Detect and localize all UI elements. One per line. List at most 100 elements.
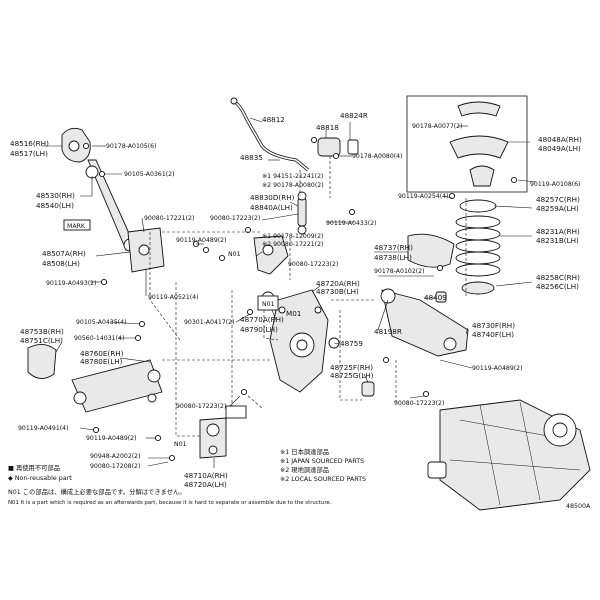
lower-arm-48730 [380,288,469,357]
label-n01c: N01 [174,441,187,448]
label-48812: 48812 [262,115,285,124]
label-90948: 90948-A2002(2) [90,453,141,460]
label-48725: 48725F(RH) [330,363,373,372]
upper-arm-48516 [61,127,91,163]
label-90080a: 90080-17221(2) [144,215,194,222]
label-90119a: 90119-A0493(2) [46,280,97,287]
note-1: ※1 日本調達部品 [280,447,329,456]
label-90119g: 90119-A0108(6) [530,181,581,188]
dashed-lines [149,156,467,437]
label-48730d: 48730F(RH) [472,321,515,330]
cover-48753 [27,344,57,379]
label-90119c: 90119-A0489(2) [176,237,227,244]
figure-id: 48500A [566,503,591,510]
label-48507: 48507A(RH) [42,249,86,258]
label-48830: 48830D(RH) [250,193,295,202]
label-48753: 48753B(RH) [20,327,64,336]
label-48760: 48760E(RH) [80,349,124,358]
label-90080e: 90080-17223(2) [176,403,226,410]
bush-48725 [361,381,375,397]
label-90178f: 90178-A0077(2) [412,123,463,130]
label-48737: 48737(RH) [374,243,413,252]
spring-mount-48048 [449,101,509,187]
label-90080b: 90080-17223(2) [210,215,260,222]
label-48516: 48516(RH) [10,139,49,148]
note-2: ※2 現地調達部品 [280,465,329,474]
label-48780: 48780E(LH) [80,357,123,366]
label-48720: 48720A(RH) [316,279,360,288]
label-90178d: ※1 90178-12009(2) [262,233,323,240]
label-n01a: N01 [228,251,241,258]
label-48256: 48256C(LH) [536,282,579,291]
note-2b: ※2 LOCAL SOURCED PARTS [280,476,366,483]
label-48258: 48258C(RH) [536,273,580,282]
label-n01b: N01 [262,301,275,308]
label-48409: 48409 [424,293,447,302]
label-48540: 48540(LH) [36,201,74,210]
n01-box [257,295,279,311]
label-48726: 48725G(LH) [330,371,374,380]
bracket-48507 [127,227,165,273]
mark-box [63,219,91,231]
label-48824: 48824R [340,111,368,120]
assembly-view [427,399,591,511]
label-90119h: 90119-A0254(4) [398,193,449,200]
label-90105b: 90105-A0435(4) [76,319,127,326]
label-90119d: 90119-A0433(2) [326,220,377,227]
label-90178e: 90178-A0102(2) [374,268,425,275]
legend-2: ◆ Non-reusable part [8,475,72,482]
n01-box2 [225,405,247,419]
label-48835: 48835 [240,153,263,162]
label-90105a: 90105-A0361(2) [124,171,175,178]
label-mark: MARK [67,223,86,230]
bushing-48818 [317,137,359,157]
label-48790: 48790(LH) [240,325,278,334]
label-90301: 90301-A0417(2) [184,319,235,326]
toe-link-48710 [199,417,227,459]
label-48740: 48740F(LH) [472,330,514,339]
label-48751: 48751C(LH) [20,336,63,345]
label-90080d: 90080-17223(2) [288,261,338,268]
label-48770: 48770A(RH) [240,315,284,324]
label-90119e: 90119-A0491(4) [18,425,69,432]
stabilizer-link-48830 [297,191,307,235]
label-48259: 48259A(LH) [536,204,579,213]
label-48530: 48530(RH) [36,191,75,200]
label-48818: 48818 [316,123,339,132]
label-48840: 48840A(LH) [250,203,293,212]
label-90178a: 90178-A0105(6) [106,143,157,150]
legend-1: ■ 再使用不可部品 [8,463,60,472]
part-48409 [435,291,447,303]
coil-spring-48231 [455,199,501,295]
label-94151: ※1 94151-21241(2) [262,173,323,180]
label-90119i: 90119-A0489(2) [472,365,523,372]
label-90178b: ※2 90178-A0080(2) [262,182,324,189]
upper-arm-48737 [407,233,455,268]
footnote-1: N01 この部品は、構成上必要な部品です。分解はできません。 [8,487,186,496]
label-48517: 48517(LH) [10,149,48,158]
stabilizer-bar-48812 [230,97,310,172]
lower-arm-48760 [71,359,163,413]
label-90119b: 90119-A0521(4) [148,294,199,301]
label-48231b: 48231B(LH) [536,236,579,245]
label-48759: 48759 [340,339,363,348]
label-48198: 48198R [374,327,402,336]
knuckle-48720 [269,289,329,393]
label-48730: 48730B(LH) [316,287,359,296]
label-48710: 48710A(RH) [184,471,228,480]
footnote-2: N01 It is a part which is required as an… [8,500,332,506]
label-48738: 48738(LH) [374,253,412,262]
label-48048: 48048A(RH) [538,135,582,144]
label-90080c: ※2 90080-17221(2) [262,241,323,248]
label-90178c: 90178-A0080(4) [352,153,403,160]
label-90560: 90560-14031(4) [74,335,124,342]
label-48720b: 48720A(LH) [184,480,227,489]
label-48257: 48257C(RH) [536,195,580,204]
label-90119f: 90119-A0489(2) [86,435,137,442]
label-90080f: 90080-17208(2) [90,463,140,470]
leader-lines [42,117,537,468]
notes: ※1 日本調達部品 ※1 JAPAN SOURCED PARTS ※2 現地調達… [8,447,591,510]
label-48049: 48049A(LH) [538,144,581,153]
note-1b: ※1 JAPAN SOURCED PARTS [280,458,364,465]
